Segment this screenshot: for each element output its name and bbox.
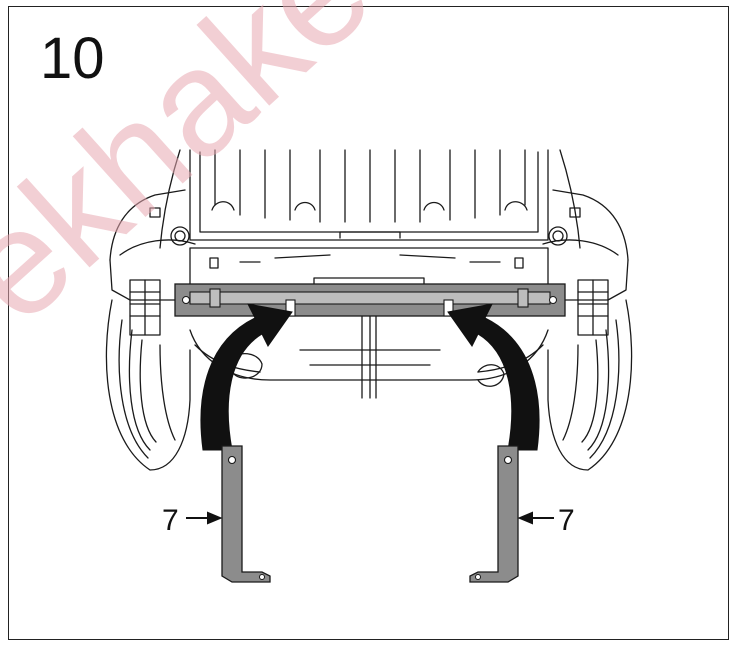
left-tyre <box>105 299 191 471</box>
left-pointer-arrow <box>186 511 223 525</box>
right-curved-arrow <box>447 303 540 451</box>
right-pointer-arrow <box>517 511 554 525</box>
vehicle-rear-body <box>109 149 629 336</box>
part-label-right: 7 <box>558 504 575 537</box>
right-tyre <box>547 299 633 471</box>
left-bracket <box>221 445 271 583</box>
diagram-frame <box>8 6 729 640</box>
left-curved-arrow <box>200 303 293 451</box>
towbar-crossbar <box>174 283 566 317</box>
right-bracket <box>469 445 519 583</box>
part-label-left: 7 <box>162 504 179 537</box>
step-number: 10 <box>40 26 105 91</box>
